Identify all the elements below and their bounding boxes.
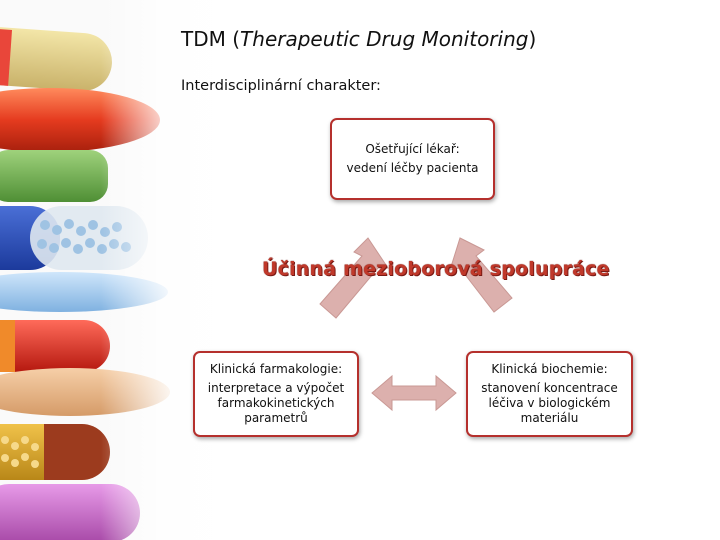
pills-fade-overlay xyxy=(0,0,240,540)
page-title: TDM (Therapeutic Drug Monitoring) xyxy=(181,27,537,51)
clinical-biochemistry-line3: materiálu xyxy=(520,411,579,425)
clinical-biochemistry-line1: stanovení koncentrace xyxy=(481,381,618,395)
clinical-biochemistry-heading: Klinická biochemie: xyxy=(491,362,608,376)
page-subtitle: Interdisciplinární charakter: xyxy=(181,78,381,94)
arrow-left-diagonal xyxy=(319,237,389,319)
arrow-horizontal xyxy=(371,374,457,412)
clinical-biochemistry-box: Klinická biochemie: stanovení koncentrac… xyxy=(466,351,633,437)
clinical-pharmacology-heading: Klinická farmakologie: xyxy=(209,362,343,376)
clinical-pharmacology-line3: parametrů xyxy=(244,411,308,425)
center-label: Účinná mezioborová spolupráce xyxy=(262,258,610,280)
arrow-right-diagonal xyxy=(449,237,513,313)
clinical-pharmacology-line2: farmakokinetických xyxy=(217,396,335,410)
clinical-pharmacology-line1: interpretace a výpočet xyxy=(207,381,345,395)
clinical-pharmacology-box: Klinická farmakologie: interpretace a vý… xyxy=(193,351,359,437)
attending-physician-heading: Ošetřující lékař: xyxy=(365,142,460,156)
attending-physician-text: vedení léčby pacienta xyxy=(346,161,479,175)
attending-physician-box: Ošetřující lékař: vedení léčby pacienta xyxy=(330,118,495,200)
clinical-biochemistry-line2: léčiva v biologickém xyxy=(488,396,611,410)
